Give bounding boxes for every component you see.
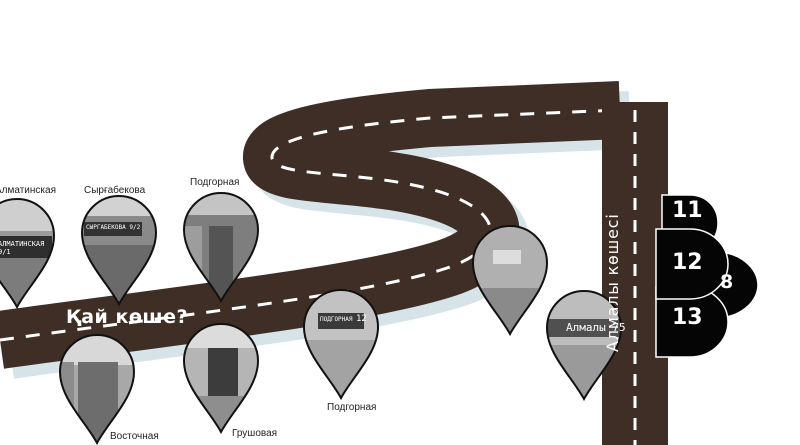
badge-11[interactable]: 11 (672, 198, 703, 223)
sign-number-6: 12 (356, 314, 367, 324)
street-name: Алмалы көшесі (603, 213, 622, 352)
sign-text-6: ПОДГОРНАЯ (320, 316, 353, 323)
badge-12-shape (655, 228, 729, 300)
badge-13[interactable]: 13 (672, 305, 703, 330)
pin-2[interactable] (80, 194, 158, 307)
road-marking (0, 108, 621, 342)
pin-label-5: Грушовая (232, 428, 278, 439)
pin-label-6: Подгорная (327, 402, 377, 413)
badge-8[interactable]: 8 (720, 271, 734, 293)
pin-6[interactable] (302, 288, 380, 401)
pin-label-1: Алматинская (0, 185, 56, 196)
badge-12[interactable]: 12 (672, 250, 703, 275)
pin-7[interactable] (471, 224, 549, 337)
pin-label-4: Восточная (110, 431, 159, 442)
sign-text-2: СЫРГАБЕКОВА 9/2 (86, 224, 141, 231)
sign-text-8: Алмалы 75 (566, 321, 626, 334)
badge-shapes (655, 194, 759, 358)
pin-label-3: Подгорная (190, 177, 240, 188)
question-title: Қай көше? (66, 306, 189, 328)
pin-5[interactable] (182, 322, 260, 435)
pin-4[interactable] (58, 333, 136, 445)
pin-label-2: Сырғабекова (84, 185, 146, 196)
sign-text-1: АЛМАТИНСКАЯ 9/1 (0, 240, 45, 256)
